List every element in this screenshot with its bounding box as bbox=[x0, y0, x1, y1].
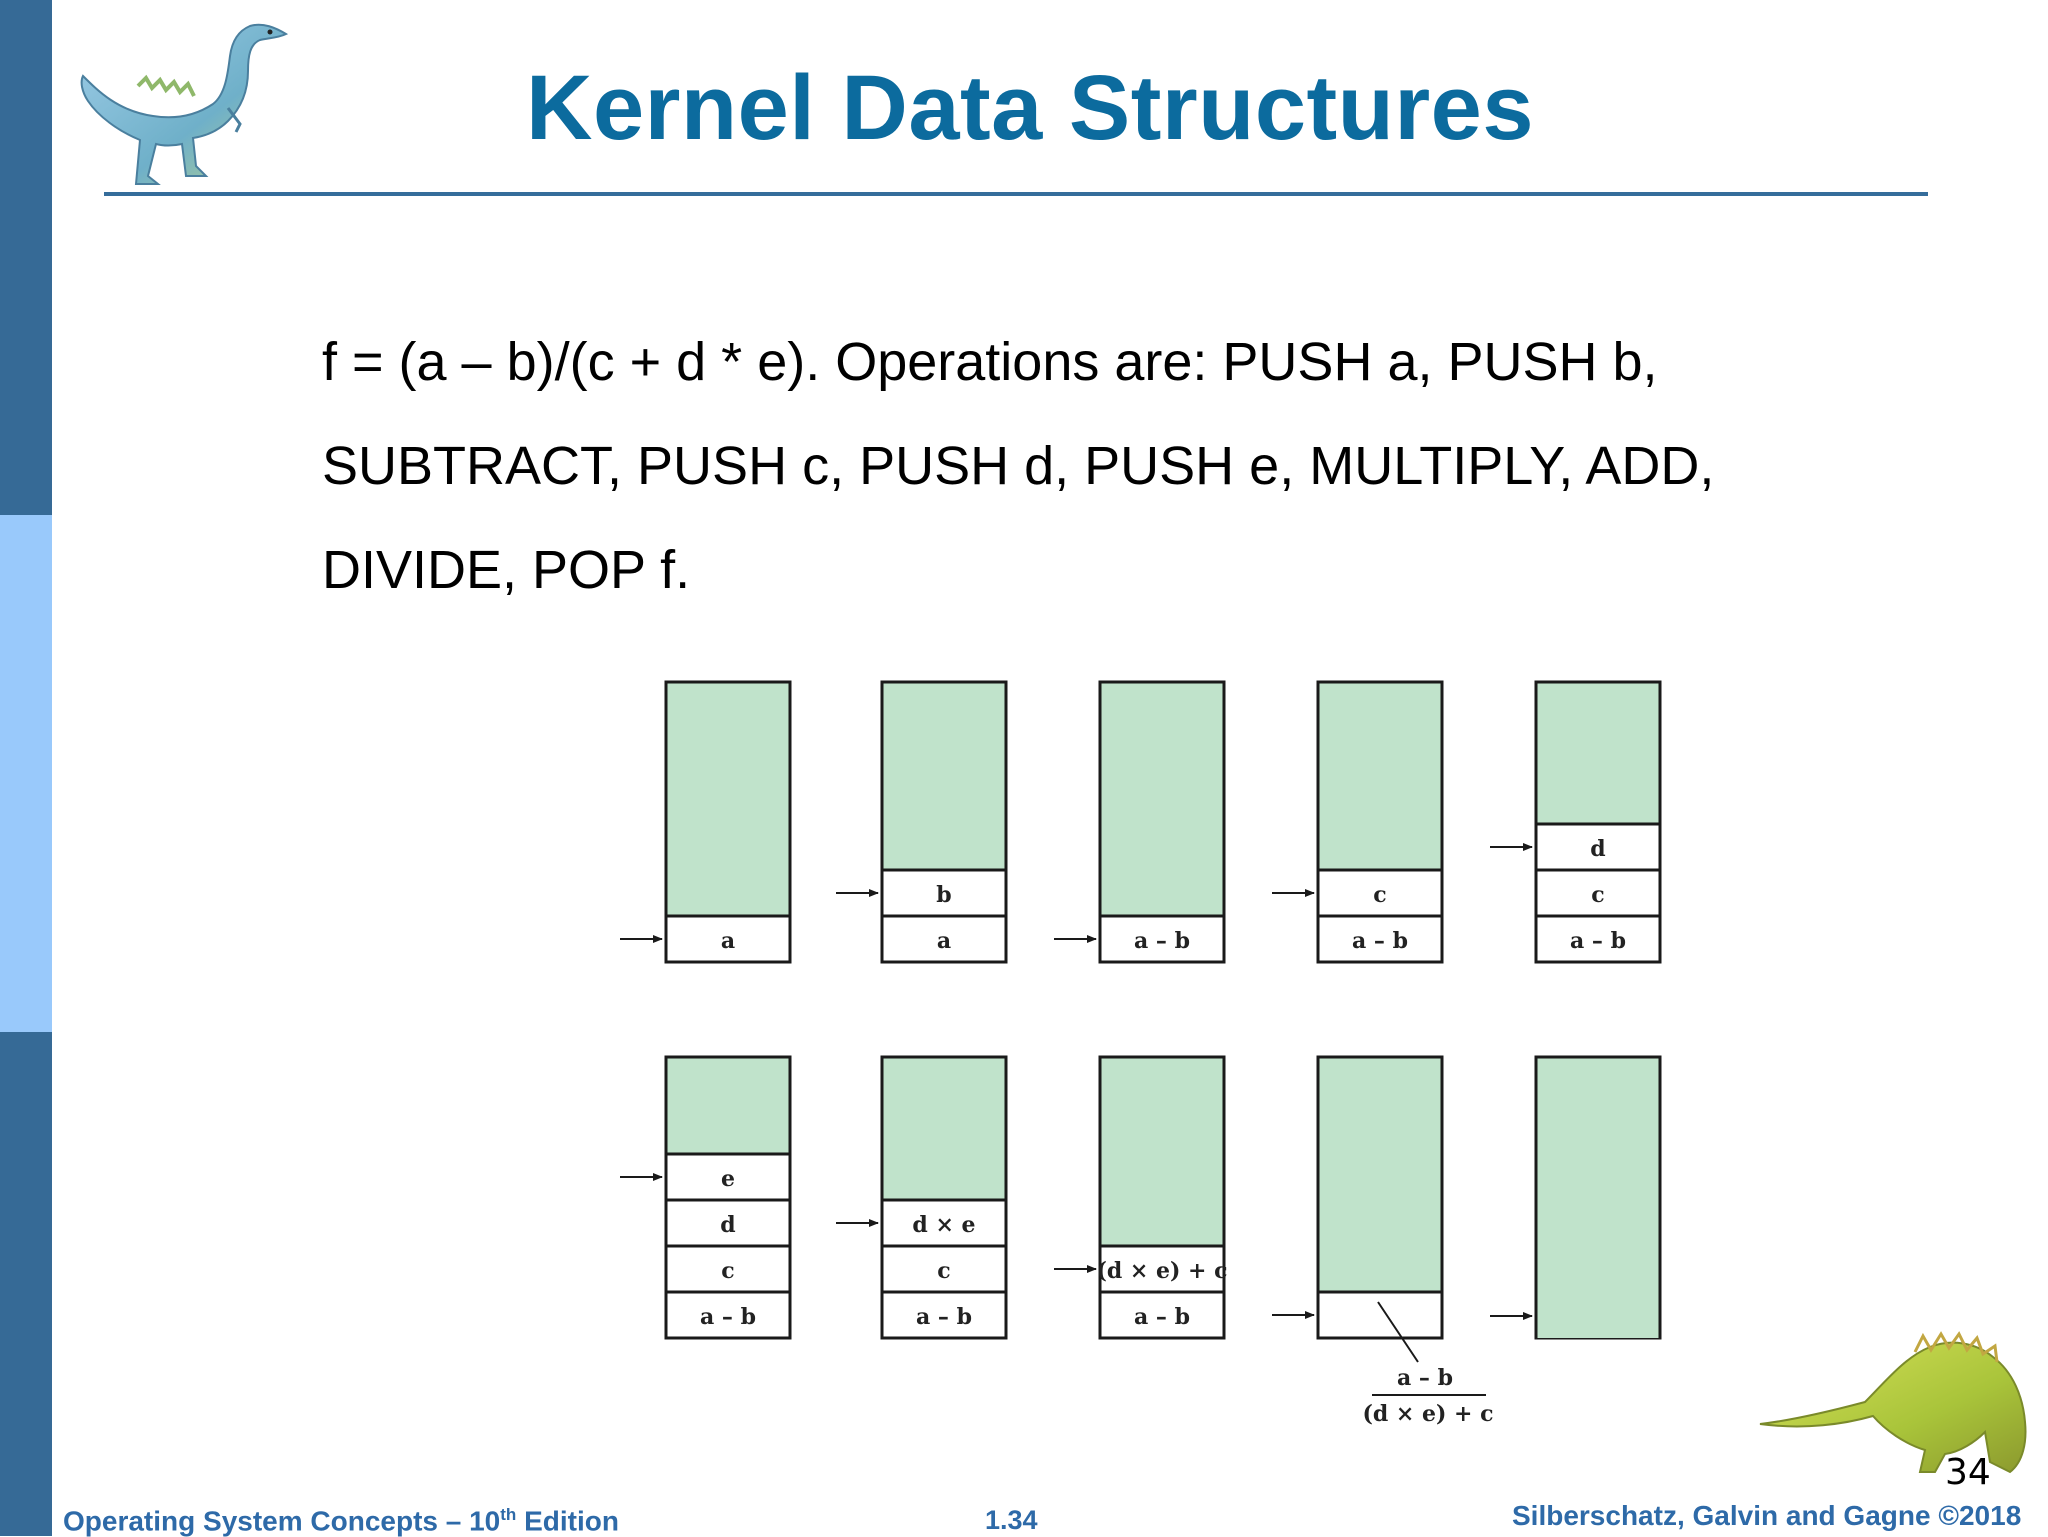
stack-cell bbox=[1534, 868, 1662, 918]
stack-cell bbox=[880, 1244, 1008, 1294]
dinosaur-icon bbox=[1759, 1331, 2027, 1474]
stack-cell bbox=[1316, 914, 1444, 964]
stack-cell bbox=[880, 914, 1008, 964]
stack-cell-label: a bbox=[721, 928, 735, 954]
footer-copyright: Silberschatz, Galvin and Gagne ©2018 bbox=[1512, 1500, 2022, 1531]
stack-empty-space bbox=[667, 683, 789, 916]
stack-cell-label: a – b bbox=[1134, 928, 1190, 954]
stack-cell-label: a – b bbox=[916, 1304, 972, 1330]
fraction-numerator: a – b bbox=[1397, 1365, 1453, 1391]
footer-slide-number: 1.34 bbox=[985, 1505, 1038, 1535]
stack-cell-label: c bbox=[1591, 882, 1604, 908]
footer-book-title: Operating System Concepts – 10th Edition bbox=[63, 1505, 619, 1537]
stack-cell-label: c bbox=[937, 1258, 950, 1284]
footer-book-title-prefix: Operating System Concepts – 10 bbox=[63, 1505, 501, 1537]
stack-empty-space bbox=[1537, 1058, 1659, 1338]
stack-cell-label: b bbox=[936, 882, 951, 908]
dinosaur-icon bbox=[80, 23, 289, 185]
stack-empty-space bbox=[883, 683, 1005, 870]
stack-cell-label: d × e bbox=[912, 1212, 975, 1238]
stack-cell-label: c bbox=[1373, 882, 1386, 908]
stack-cell-label: d bbox=[1590, 836, 1605, 862]
footer-book-title-sup: th bbox=[500, 1505, 517, 1524]
fraction-leader bbox=[1377, 1301, 1419, 1363]
stack-cell-label: a – b bbox=[1570, 928, 1626, 954]
stack-cell-label: a – b bbox=[700, 1304, 756, 1330]
stack-cell bbox=[664, 1290, 792, 1340]
expression-text: f = (a – b)/(c + d * e). Operations are:… bbox=[322, 310, 1882, 622]
stack-cell-label: a bbox=[937, 928, 951, 954]
stack-cell bbox=[1316, 868, 1444, 918]
stack-cell bbox=[880, 1198, 1008, 1248]
stack-empty-space bbox=[667, 1058, 789, 1154]
stack-cell bbox=[664, 1152, 792, 1202]
stack-cell-label: d bbox=[720, 1212, 735, 1238]
stack-cell-label: a – b bbox=[1134, 1304, 1190, 1330]
stack-cell bbox=[1098, 1290, 1226, 1340]
stack-empty-space bbox=[883, 1058, 1005, 1200]
sidebar-top-band bbox=[0, 0, 52, 515]
stack-cell bbox=[1534, 822, 1662, 872]
sidebar-bottom-band bbox=[0, 1032, 52, 1536]
stack-cell-label: e bbox=[721, 1166, 735, 1192]
fraction-denominator: (d × e) + c bbox=[1362, 1401, 1493, 1427]
expression-line-2: SUBTRACT, PUSH c, PUSH d, PUSH e, MULTIP… bbox=[322, 436, 1715, 496]
stack-cell-label: (d × e) + c bbox=[1096, 1258, 1227, 1284]
title-divider bbox=[104, 192, 1928, 196]
stack-empty-space bbox=[1319, 683, 1441, 870]
stack-empty-space bbox=[1101, 683, 1223, 916]
expression-line-3: DIVIDE, POP f. bbox=[322, 540, 691, 600]
sidebar-middle-band bbox=[0, 515, 52, 1032]
page-number: 34 bbox=[1945, 1452, 1991, 1493]
page-title: Kernel Data Structures bbox=[526, 57, 1534, 159]
stack-empty-space bbox=[1101, 1058, 1223, 1246]
stack-cell-label: a – b bbox=[1352, 928, 1408, 954]
footer-book-title-suffix: Edition bbox=[516, 1505, 619, 1537]
stack-cell bbox=[880, 1290, 1008, 1340]
stack-cell bbox=[1534, 914, 1662, 964]
stack-cell-label: c bbox=[721, 1258, 734, 1284]
stack-cell bbox=[1098, 1244, 1226, 1294]
stack-cell bbox=[1098, 914, 1226, 964]
stack-cell bbox=[880, 868, 1008, 918]
expression-line-1: f = (a – b)/(c + d * e). Operations are:… bbox=[322, 332, 1658, 392]
stack-cell bbox=[664, 914, 792, 964]
stack-empty-space bbox=[1537, 683, 1659, 824]
sidebar bbox=[0, 0, 52, 1536]
stack-empty-space bbox=[1319, 1058, 1441, 1292]
stack-cell bbox=[1316, 1290, 1444, 1340]
